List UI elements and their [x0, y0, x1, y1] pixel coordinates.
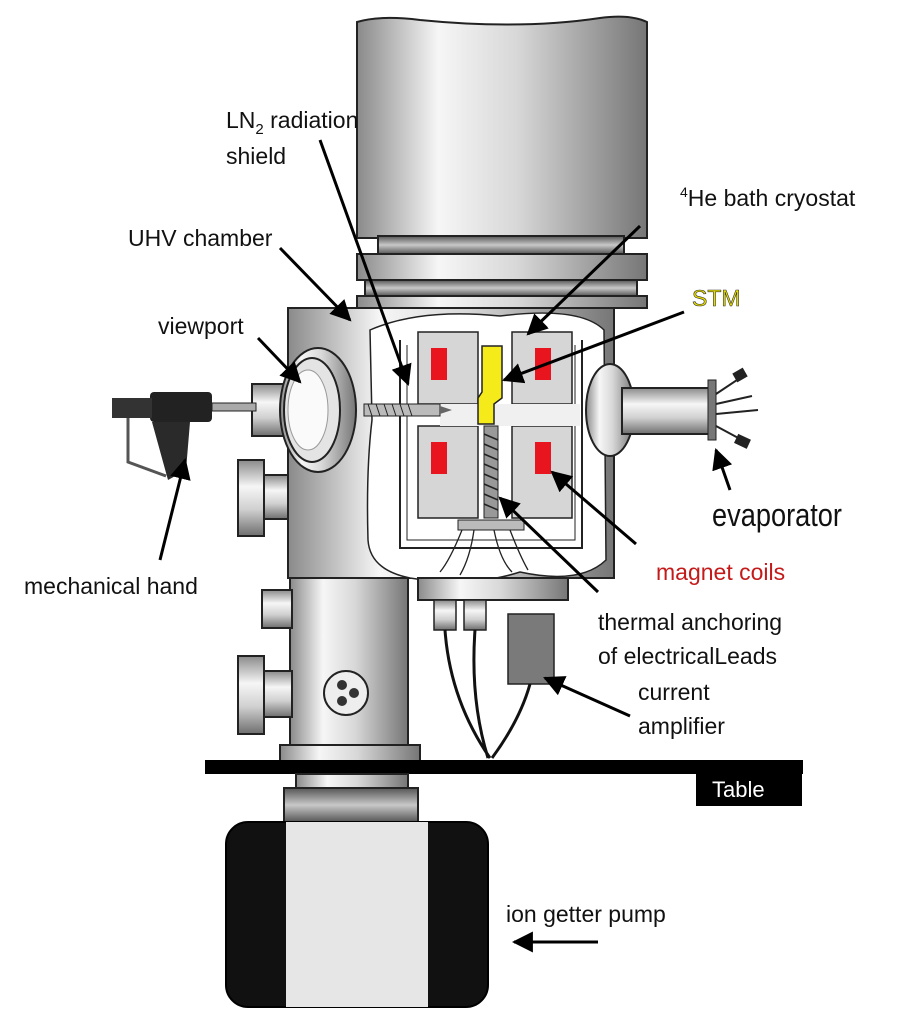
ion-getter-pump	[225, 773, 489, 1008]
viewport	[251, 347, 357, 473]
label-ln2-shield: LN2 radiation	[226, 107, 358, 138]
left-port	[237, 459, 293, 537]
label-evaporator: evaporator	[712, 498, 842, 534]
cryostat	[356, 15, 648, 309]
leader-lines	[158, 139, 733, 953]
lower-column	[237, 574, 421, 762]
amplifier-box	[507, 613, 555, 685]
magnet-coil-4	[535, 442, 551, 474]
magnet-coil-3	[431, 442, 447, 474]
magnet-coil-1	[431, 348, 447, 380]
table-surface	[205, 760, 803, 774]
label-thermal-line1: thermal anchoring	[598, 609, 782, 635]
label-viewport: viewport	[158, 313, 244, 339]
label-amplifier-line1: current	[638, 679, 710, 705]
table-label-box	[696, 770, 802, 806]
label-ln2-shield-line2: shield	[226, 143, 286, 169]
label-magnet-coils: magnet coils	[656, 559, 785, 585]
right-port	[585, 363, 759, 457]
label-mechanical-hand: mechanical hand	[24, 573, 198, 599]
label-he-cryostat: 4He bath cryostat	[680, 184, 856, 211]
label-ion-pump: ion getter pump	[506, 901, 666, 927]
label-amplifier-line2: amplifier	[638, 713, 725, 739]
label-thermal-line2: of electricalLeads	[598, 643, 777, 669]
feedthroughs	[417, 577, 569, 759]
stm-head	[477, 345, 503, 425]
label-stm: STM	[692, 285, 741, 311]
label-uhv-chamber: UHV chamber	[128, 225, 273, 251]
cutaway-interior	[363, 312, 607, 583]
label-table: Table	[712, 777, 765, 802]
